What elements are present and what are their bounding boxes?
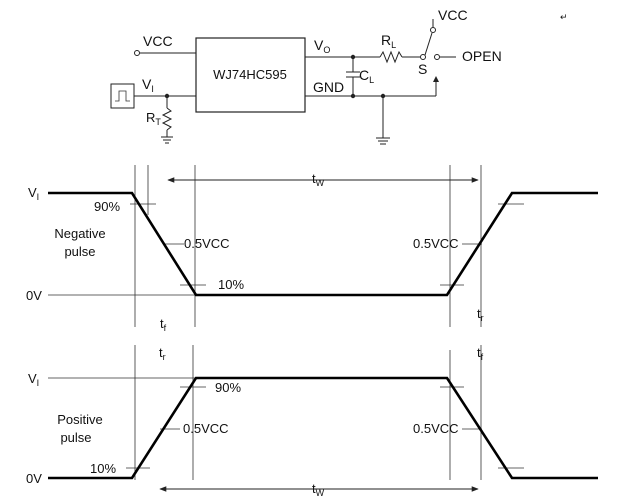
switch-pivot (420, 54, 426, 60)
positive-pct-high: 90% (215, 380, 241, 395)
switch-open-terminal (434, 54, 440, 60)
negative-pct-low: 10% (218, 277, 244, 292)
positive-zero-label: 0V (26, 471, 42, 486)
negative-title-line1: Negative (54, 226, 105, 241)
pulse-generator-box (110, 83, 135, 109)
ground-icon-rt (161, 136, 173, 144)
negative-vi-label: VI (28, 185, 39, 202)
positive-t-left: tr (159, 345, 166, 362)
positive-title-line1: Positive (57, 412, 103, 427)
rt-resistor (161, 107, 173, 131)
negative-tw-label: tW (312, 171, 325, 188)
gnd-label: GND (313, 79, 344, 95)
positive-pulse-waveform (48, 376, 598, 480)
vo-label: VO (314, 37, 330, 55)
pulse-generator-icon (115, 90, 130, 102)
negative-zero-label: 0V (26, 288, 42, 303)
rt-label: RT (146, 110, 161, 127)
positive-tw-label: tW (312, 481, 325, 498)
negative-mid-right: 0.5VCC (413, 236, 459, 251)
rl-label: RL (381, 32, 396, 50)
negative-t-right: tr (477, 306, 484, 323)
ground-icon-main (376, 137, 390, 145)
vcc-terminal-left (134, 50, 140, 56)
ground-return-arrow (433, 76, 439, 82)
chip-box (195, 37, 306, 113)
open-label: OPEN (462, 48, 502, 64)
positive-pulse-diagram: tW VI 0V 90% 10% 0.5VCC 0.5VCC Positive … (26, 345, 598, 498)
negative-t-left: tf (160, 316, 167, 333)
positive-vi-label: VI (28, 371, 39, 388)
vcc-left-label: VCC (143, 33, 173, 49)
positive-pct-low: 10% (90, 461, 116, 476)
chip-label: WJ74HC595 (213, 67, 287, 82)
switch-arm (424, 32, 433, 56)
switch-label: S (418, 61, 427, 77)
negative-pulse-waveform (48, 191, 598, 297)
negative-pct-high: 90% (94, 199, 120, 214)
positive-title-line2: pulse (60, 430, 91, 445)
test-circuit: WJ74HC595 VCC VI RT VO RL (110, 7, 568, 145)
negative-title-line2: pulse (64, 244, 95, 259)
switch-vcc-terminal (430, 27, 436, 33)
vi-circuit-label: VI (142, 76, 154, 94)
negative-mid-left: 0.5VCC (184, 236, 230, 251)
positive-t-right: tf (477, 345, 484, 362)
switch-vcc-label: VCC (438, 7, 468, 23)
corner-mark: ↵ (560, 12, 568, 22)
rl-resistor (379, 50, 403, 64)
positive-mid-left: 0.5VCC (183, 421, 229, 436)
negative-pulse-diagram: tW VI 0V 90% 10% 0.5VCC 0.5VCC Negative … (26, 165, 598, 333)
positive-mid-right: 0.5VCC (413, 421, 459, 436)
cl-label: CL (359, 67, 374, 85)
